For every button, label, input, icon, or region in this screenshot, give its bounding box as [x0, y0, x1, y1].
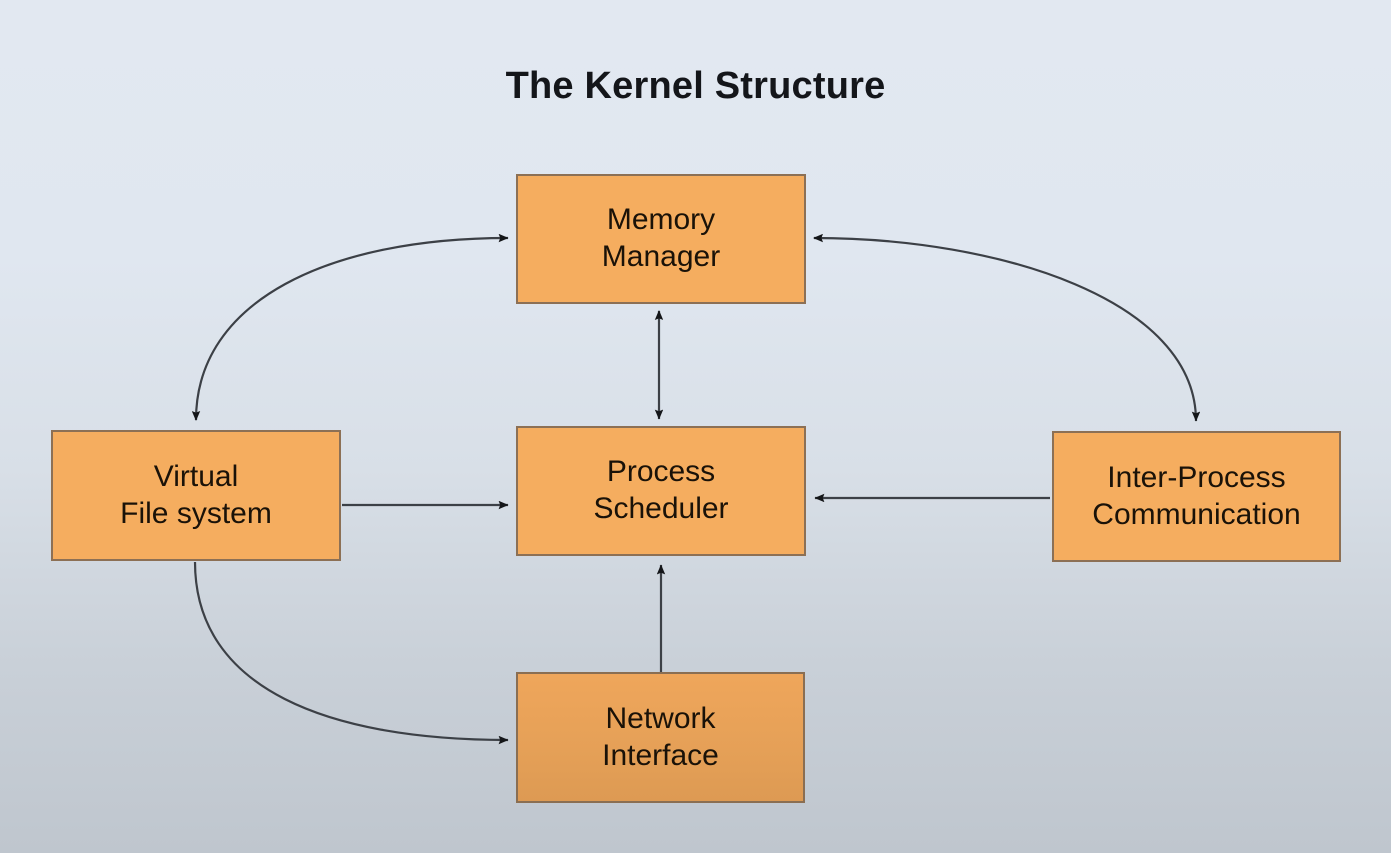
- node-label-line2: File system: [120, 496, 272, 530]
- edge-vfs-network-interface: [193, 561, 509, 745]
- node-label-line1: Virtual: [153, 459, 239, 493]
- node-label-line2: Manager: [601, 240, 721, 273]
- node-label-line2: Interface: [602, 738, 719, 772]
- node-label-line2: Scheduler: [593, 492, 729, 525]
- page-title: The Kernel Structure: [505, 65, 886, 107]
- edge-vfs-memory-manager: [191, 233, 509, 421]
- edge-memory-manager-ipc: [813, 233, 1201, 422]
- node-label-line1: Inter-Process: [1107, 460, 1286, 494]
- node-label-line2: Communication: [1092, 497, 1301, 531]
- node-label-line1: Network: [605, 701, 716, 735]
- node-label-line1: Memory: [606, 203, 716, 237]
- node-label-line1: Process: [606, 455, 716, 489]
